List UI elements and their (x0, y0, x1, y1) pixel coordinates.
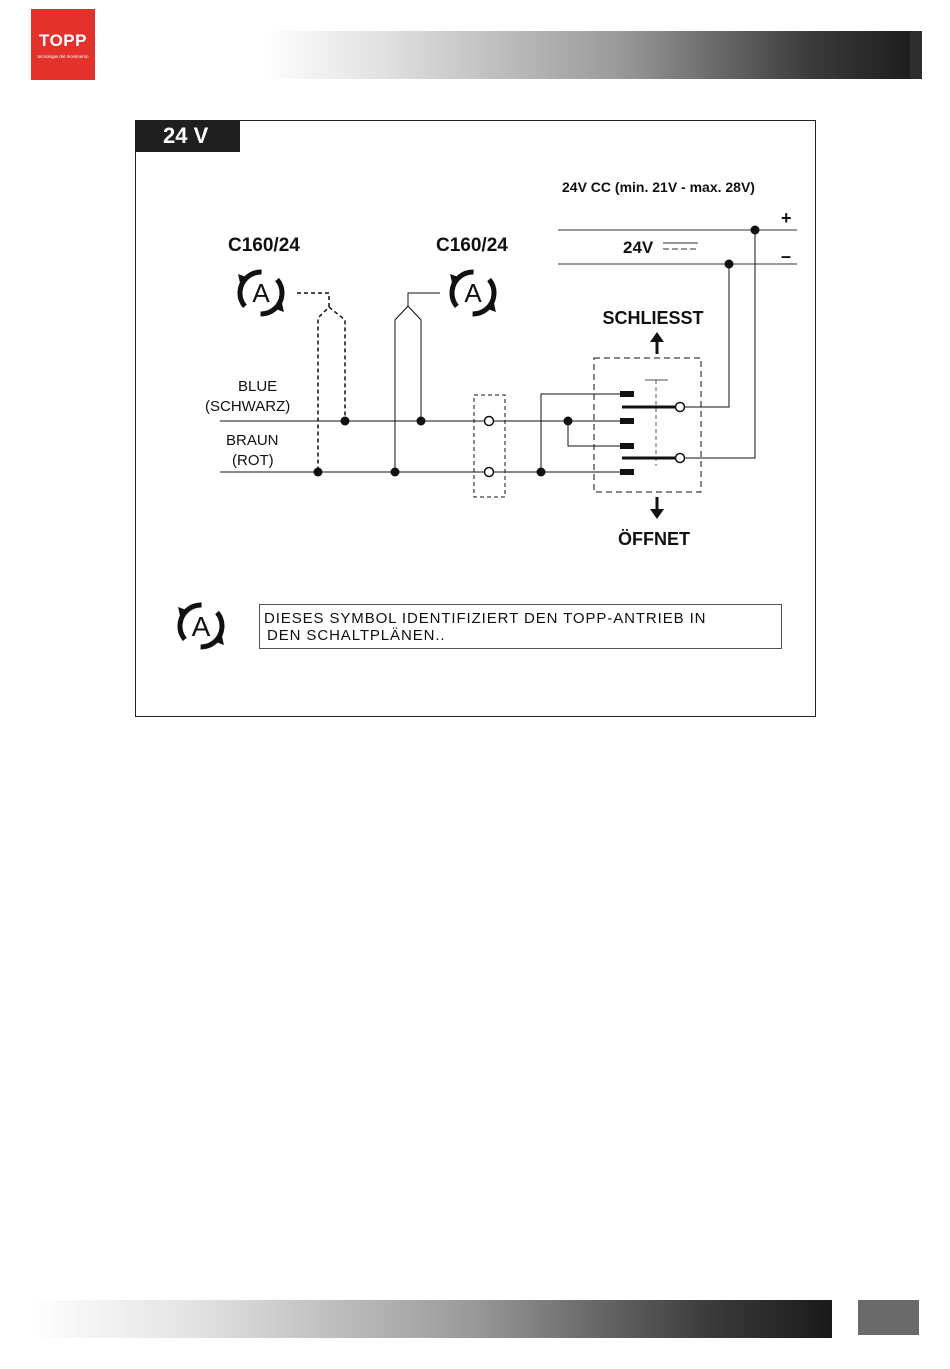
switch-contact (620, 418, 634, 424)
actuator-right-label: C160/24 (436, 235, 508, 256)
open-label: ÖFFNET (618, 529, 690, 549)
junction-dot (417, 417, 426, 426)
actuator-left-lead-b (329, 307, 345, 421)
junction-dot (391, 468, 400, 477)
legend-note-line2: DEN SCHALTPLÄNEN.. (264, 627, 781, 644)
open-arrow-icon (650, 497, 664, 519)
switch-feed-upper (541, 394, 622, 472)
actuator-left-label: C160/24 (228, 235, 300, 256)
actuator-right-letter: A (464, 278, 482, 308)
switch-to-minus (684, 264, 729, 407)
junction-dot (341, 417, 350, 426)
terminal-screw (485, 417, 494, 426)
dc-voltage-label: 24V (623, 238, 654, 257)
terminal-screw (485, 468, 494, 477)
close-arrow-icon (650, 332, 664, 354)
plus-sign: + (781, 208, 792, 228)
actuator-left-leads (297, 293, 329, 472)
close-label: SCHLIESST (602, 308, 703, 328)
actuator-right-lead-b (408, 306, 421, 421)
legend-actuator-letter: A (192, 611, 211, 642)
wire2-label-b: (ROT) (232, 452, 274, 469)
legend-note-line1: DIESES SYMBOL IDENTIFIZIERT DEN TOPP-ANT… (264, 610, 781, 627)
page-number-box (858, 1300, 919, 1335)
switch-contact (620, 469, 634, 475)
switch-feed-lower (568, 421, 622, 446)
switch-pivot (676, 403, 685, 412)
footer-gradient-bar (28, 1300, 832, 1338)
minus-sign: – (781, 246, 791, 266)
wire1-label-a: BLUE (238, 378, 277, 395)
switch-contact (620, 443, 634, 449)
actuator-left-letter: A (252, 278, 270, 308)
switch-pivot (676, 454, 685, 463)
wire2-label-a: BRAUN (226, 432, 279, 449)
legend-note: DIESES SYMBOL IDENTIFIZIERT DEN TOPP-ANT… (259, 604, 782, 649)
wire1-label-b: (SCHWARZ) (205, 398, 290, 415)
junction-dot (314, 468, 323, 477)
supply-voltage-label: 24V CC (min. 21V - max. 28V) (562, 179, 755, 195)
switch-contact (620, 391, 634, 397)
terminal-block (474, 395, 505, 497)
actuator-right-leads (395, 293, 440, 472)
